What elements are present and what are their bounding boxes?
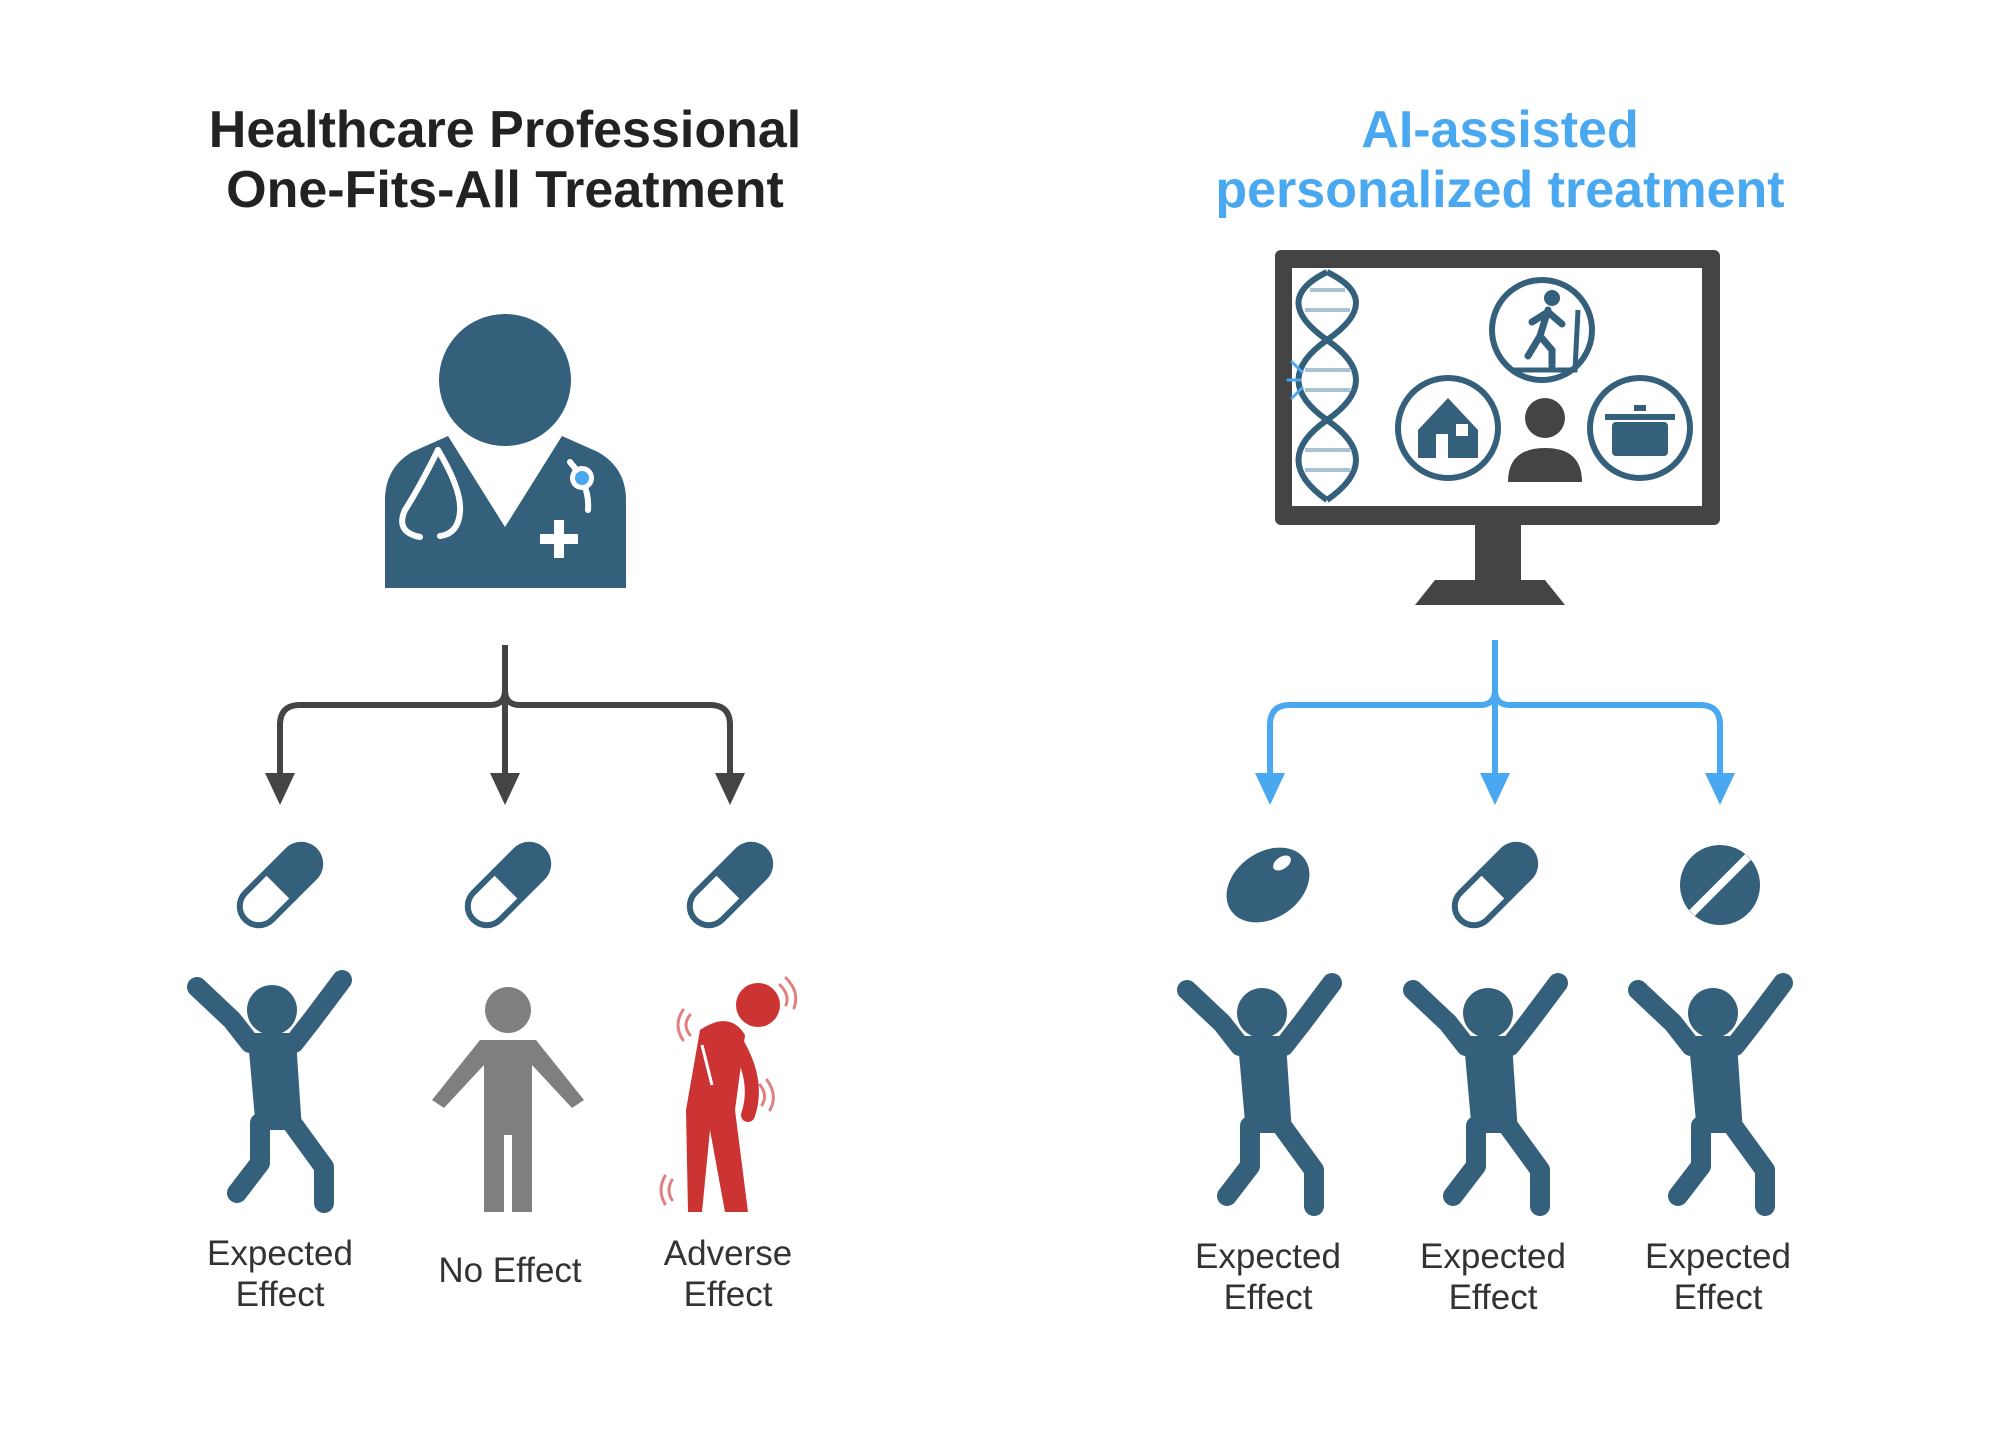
capsule-icon <box>680 833 783 936</box>
right-title-line2: personalized treatment <box>1215 161 1785 219</box>
left-branch-arrows <box>277 645 733 775</box>
monitor-icon <box>1275 250 1720 605</box>
label-line2: Effect <box>235 1275 325 1314</box>
left-outcome-label-1: Expected Effect <box>170 1233 390 1315</box>
adverse-person-icon <box>659 976 798 1212</box>
label-line1: No Effect <box>438 1251 582 1290</box>
doctor-icon <box>385 314 626 588</box>
label-line1: Expected <box>1645 1237 1791 1276</box>
left-arrowheads <box>265 773 745 805</box>
right-branch-arrows <box>1267 640 1723 775</box>
cooking-pot-icon <box>1587 375 1693 481</box>
neutral-person-icon <box>432 987 584 1212</box>
person-icon <box>1508 398 1582 482</box>
house-icon <box>1395 375 1501 481</box>
label-line1: Adverse <box>663 1234 793 1273</box>
right-title-line1: AI-assisted <box>1361 101 1639 159</box>
right-outcome-label-3: Expected Effect <box>1608 1236 1828 1318</box>
capsule-icon <box>230 833 333 936</box>
right-outcome-label-2: Expected Effect <box>1383 1236 1603 1318</box>
left-title-line2: One-Fits-All Treatment <box>226 161 784 219</box>
label-line1: Expected <box>207 1234 353 1273</box>
happy-person-icon <box>1187 983 1332 1206</box>
right-arrowheads <box>1255 773 1735 805</box>
label-line2: Effect <box>1448 1278 1538 1317</box>
capsule-icon <box>1445 833 1548 936</box>
label-line2: Effect <box>1673 1278 1763 1317</box>
happy-person-icon <box>197 980 342 1203</box>
dna-spark <box>1286 360 1304 400</box>
left-outcome-label-3: Adverse Effect <box>618 1233 838 1315</box>
oval-pill-icon <box>1226 847 1310 923</box>
label-line1: Expected <box>1195 1237 1341 1276</box>
label-line2: Effect <box>683 1275 773 1314</box>
label-line1: Expected <box>1420 1237 1566 1276</box>
happy-person-icon <box>1413 983 1558 1206</box>
capsule-icon <box>458 833 561 936</box>
left-outcome-label-2: No Effect <box>400 1250 620 1291</box>
right-outcome-label-1: Expected Effect <box>1158 1236 1378 1318</box>
round-tablet-icon <box>1680 845 1760 925</box>
happy-person-icon <box>1638 983 1783 1206</box>
right-title: AI-assisted personalized treatment <box>1170 100 1830 220</box>
label-line2: Effect <box>1223 1278 1313 1317</box>
left-title: Healthcare Professional One-Fits-All Tre… <box>180 100 830 220</box>
left-title-line1: Healthcare Professional <box>208 101 802 159</box>
treadmill-icon <box>1489 277 1595 383</box>
